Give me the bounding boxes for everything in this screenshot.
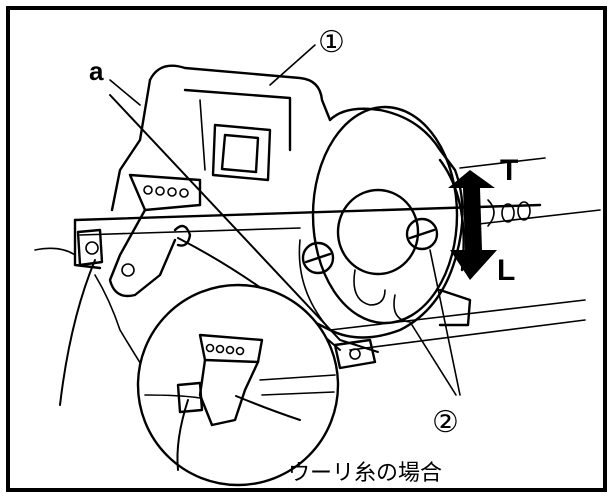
label-direction-t: T xyxy=(500,154,518,187)
tension-lever xyxy=(108,173,202,298)
adjustment-arrow xyxy=(448,170,497,280)
leader-part-2-b xyxy=(429,249,461,396)
label-part-1: ① xyxy=(318,25,345,60)
label-part-2: ② xyxy=(432,405,459,440)
screw-left xyxy=(301,241,335,275)
detail-inset xyxy=(136,283,340,487)
thread-guide-left xyxy=(76,228,104,267)
label-direction-l: L xyxy=(497,254,515,287)
screw-right xyxy=(405,217,439,251)
leader-part-2-a xyxy=(411,324,457,396)
leader-thread-a xyxy=(109,79,141,106)
label-thread-a: a xyxy=(89,56,104,86)
indicator-marks xyxy=(487,199,531,227)
leader-part-1 xyxy=(269,44,316,86)
caption-wooly-thread: ウーリ糸の場合 xyxy=(288,461,442,486)
